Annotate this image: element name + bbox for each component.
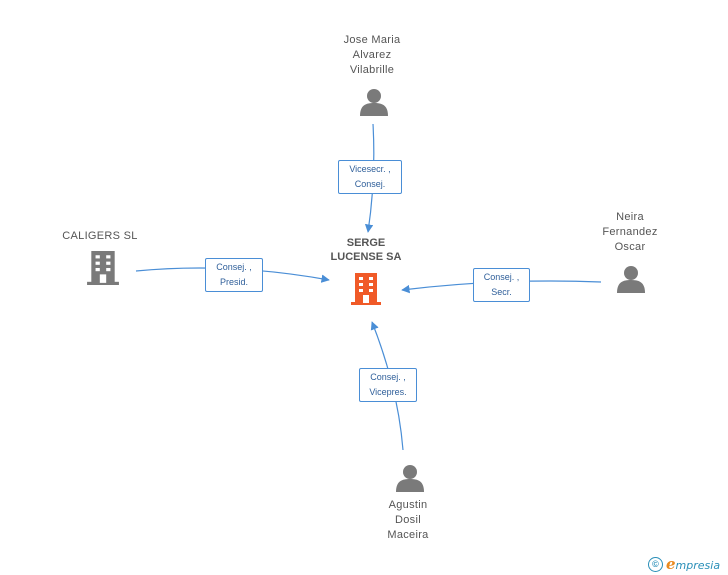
building-icon[interactable] [87, 251, 119, 285]
copyright-icon: © [648, 556, 663, 572]
edge-label-jose[interactable]: Vicesecr. , Consej. [338, 160, 402, 194]
node-agustin-name[interactable]: Agustin Dosil Maceira [387, 499, 429, 541]
edge-label-agustin[interactable]: Consej. , Vicepres. [359, 368, 417, 402]
edge-label-caligers[interactable]: Consej. , Presid. [205, 258, 263, 292]
person-icon[interactable] [396, 464, 424, 492]
brand-logo: empresia [666, 554, 721, 573]
person-icon[interactable] [360, 88, 388, 116]
center-company-name[interactable]: SERGE LUCENSE SA [330, 237, 402, 263]
center-building-icon[interactable] [351, 273, 381, 305]
edge-label-neira[interactable]: Consej. , Secr. [473, 268, 530, 302]
node-neira-name[interactable]: Neira Fernandez Oscar [602, 211, 658, 253]
node-jose-name[interactable]: Jose Maria Alvarez Vilabrille [343, 34, 401, 76]
person-icon[interactable] [617, 265, 645, 293]
footer-brand: © empresia [648, 555, 720, 573]
node-caligers-name[interactable]: CALIGERS SL [62, 230, 138, 242]
